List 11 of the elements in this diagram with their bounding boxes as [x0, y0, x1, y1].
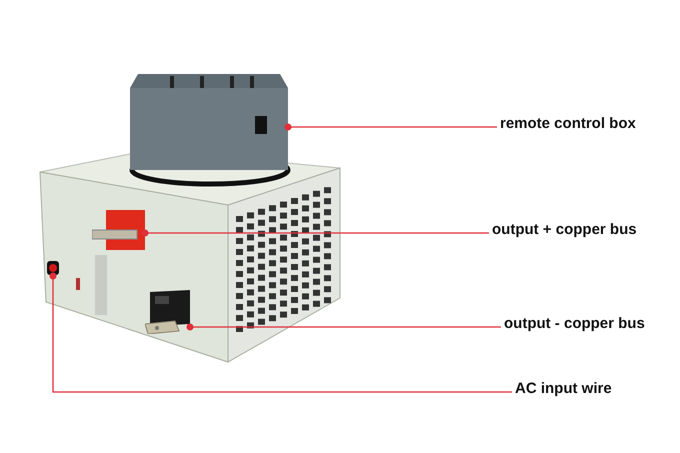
part-label: output + copper bus — [492, 221, 637, 238]
part-label: remote control box — [500, 115, 636, 132]
part-label: output - copper bus — [504, 315, 645, 332]
part-label: AC input wire — [515, 380, 612, 397]
copper-busbar-drawing — [92, 210, 145, 252]
copper-busbar-drawing — [145, 290, 190, 334]
leader-line — [142, 230, 489, 236]
leader-line — [186, 324, 501, 330]
leader-line — [50, 272, 512, 393]
leader-line — [284, 124, 497, 130]
remote-control-box-drawing — [130, 74, 288, 170]
